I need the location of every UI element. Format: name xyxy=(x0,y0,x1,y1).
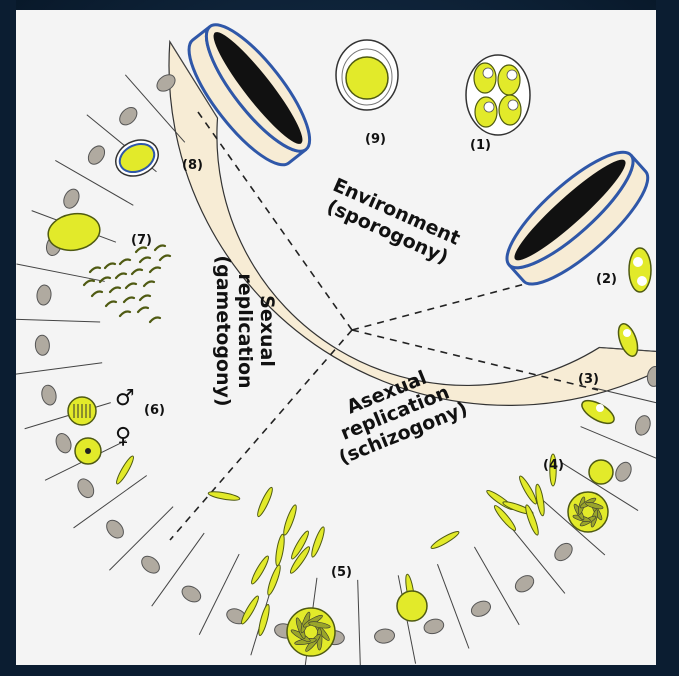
left-edge-mask xyxy=(0,0,16,676)
sporocyst-granule xyxy=(507,70,517,80)
stage-label-4: (4) xyxy=(543,458,564,473)
sporozoite-3a-granule xyxy=(623,329,631,337)
stage-label-3: (3) xyxy=(578,372,599,387)
oocyst-wall-1 xyxy=(466,55,530,135)
sporocyst-granule xyxy=(508,100,518,110)
male-symbol: ♂ xyxy=(115,386,135,411)
stage-label-8: (8) xyxy=(182,158,203,173)
female-symbol: ♀ xyxy=(115,424,131,449)
trophozoite-5 xyxy=(397,591,427,621)
stage-label-5: (5) xyxy=(331,565,352,580)
sporozoite-3b-granule xyxy=(596,404,604,412)
zygote-9 xyxy=(346,57,388,99)
trophozoite-4 xyxy=(589,460,613,484)
stage-label-6: (6) xyxy=(144,403,165,418)
sporozoite-2-granule xyxy=(633,257,643,267)
stage-label-9: (9) xyxy=(365,132,386,147)
sporocyst-1 xyxy=(475,97,497,127)
stage-label-7: (7) xyxy=(131,233,152,248)
sporocyst-1 xyxy=(498,65,520,95)
sporozoite-2-granule xyxy=(637,276,647,286)
sporocyst-granule xyxy=(483,68,493,78)
cell-nucleus xyxy=(35,335,50,356)
sexual-subtitle: (gametogony) xyxy=(212,246,234,416)
sexual-line2: replication xyxy=(234,246,256,416)
stage-label-1: (1) xyxy=(470,138,491,153)
sporocyst-granule xyxy=(484,102,494,112)
sporocyst-1 xyxy=(499,95,521,125)
right-edge-mask xyxy=(656,0,679,676)
macrogamont-nucleus xyxy=(85,448,91,454)
stage-label-2: (2) xyxy=(596,272,617,287)
sporocyst-1 xyxy=(474,63,496,93)
schizont-4 xyxy=(568,492,608,532)
bottom-edge-mask xyxy=(0,665,679,676)
sexual-title: Sexual xyxy=(256,246,278,416)
sexual-section-label: Sexual replication (gametogony) xyxy=(212,246,278,416)
